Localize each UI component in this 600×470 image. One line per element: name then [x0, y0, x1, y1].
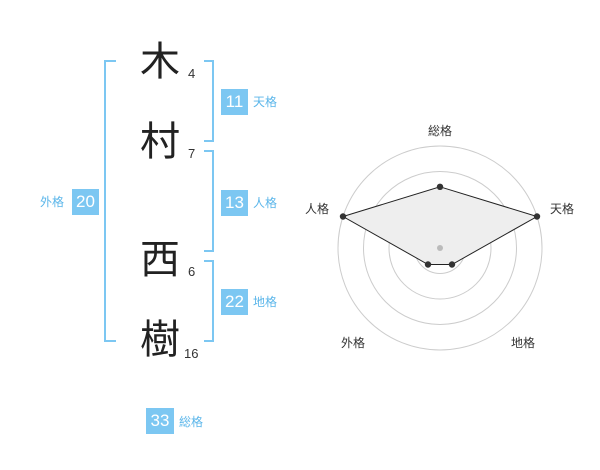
jinkaku-label: 人格 — [253, 196, 278, 210]
stroke-count-2: 7 — [188, 146, 196, 161]
jinkaku-bracket — [204, 150, 214, 252]
chikaku-value: 22 — [221, 289, 248, 315]
soukaku-label: 総格 — [179, 415, 204, 429]
stroke-count-1: 4 — [188, 66, 196, 81]
tenkaku-bracket — [204, 60, 214, 142]
stroke-count-3: 6 — [188, 264, 196, 279]
stroke-count-4: 16 — [184, 346, 199, 361]
chikaku-bracket — [204, 260, 214, 342]
gaikaku-bracket — [104, 60, 116, 342]
soukaku-value: 33 — [146, 408, 174, 434]
radar-label-gaikaku: 外格 — [341, 336, 366, 350]
radar-label-chikaku: 地格 — [511, 336, 536, 350]
jinkaku-value: 13 — [221, 190, 248, 216]
name-char-4: 樹 — [140, 317, 180, 363]
radar-point-1 — [533, 213, 541, 220]
tenkaku-label: 天格 — [253, 95, 278, 109]
name-char-3: 西 — [140, 237, 180, 283]
radar-point-4 — [339, 213, 347, 220]
chikaku-label: 地格 — [253, 295, 278, 309]
tenkaku-value: 11 — [221, 89, 248, 115]
radar-point-0 — [436, 183, 444, 190]
gaikaku-label: 外格 — [40, 195, 65, 209]
name-char-1: 木 — [140, 39, 180, 85]
radar-label-jinkaku: 人格 — [305, 202, 330, 216]
radar-shape — [341, 186, 539, 265]
gaikaku-value: 20 — [72, 189, 99, 215]
radar-center-point — [437, 245, 443, 251]
radar-point-3 — [424, 261, 432, 268]
radar-label-tenkaku: 天格 — [550, 202, 575, 216]
radar-label-soukaku: 総格 — [428, 124, 453, 138]
radar-ring-3 — [363, 171, 517, 325]
radar-ring-4 — [337, 145, 543, 351]
name-char-2: 村 — [140, 119, 180, 165]
radar-point-2 — [448, 261, 456, 268]
